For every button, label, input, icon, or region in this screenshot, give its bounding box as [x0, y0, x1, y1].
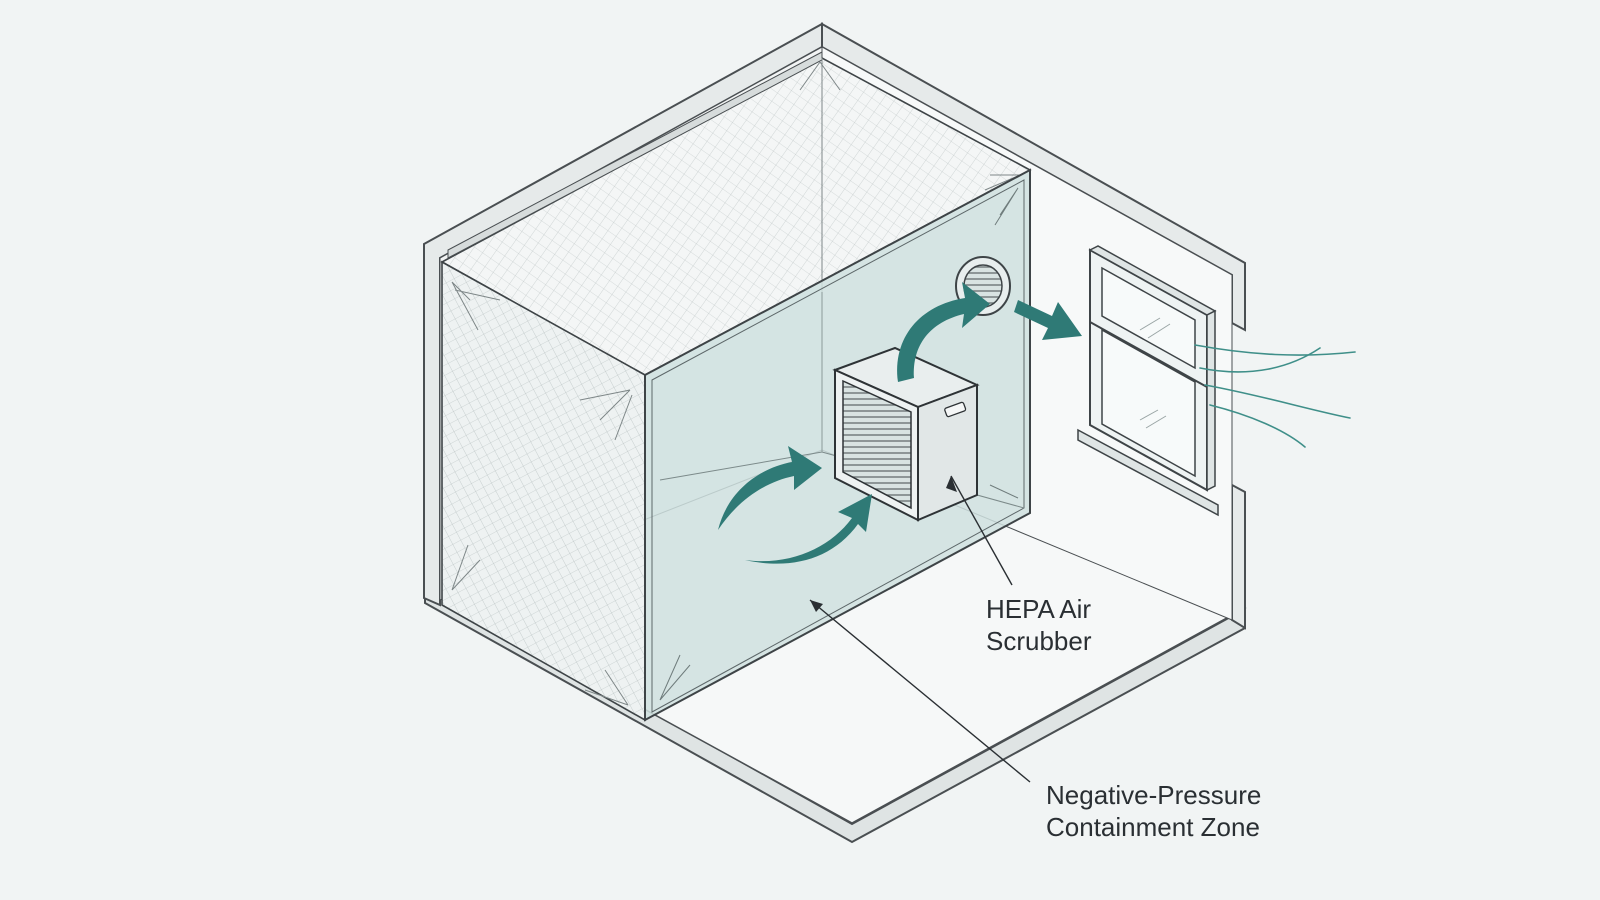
leader-lines	[809, 475, 1031, 783]
airflow-up-icon	[897, 282, 990, 382]
scrubber-label: HEPA Air Scrubber	[986, 593, 1092, 657]
containment-label-line1: Negative-Pressure	[1046, 780, 1262, 810]
scrubber-leader-line	[950, 475, 1013, 586]
scrubber-label-line1: HEPA Air	[986, 594, 1092, 624]
wind-lines-icon	[1194, 344, 1356, 448]
hepa-scrubber-unit	[832, 346, 980, 522]
scrubber-label-line2: Scrubber	[986, 626, 1092, 656]
containment-label-line2: Containment Zone	[1046, 812, 1260, 842]
airflow-in-lower-icon	[745, 494, 872, 564]
airflow-in-upper-icon	[718, 446, 822, 530]
containment-leader-line	[809, 599, 1031, 783]
window	[1077, 245, 1219, 517]
exhaust-arrow-icon	[1014, 300, 1082, 340]
containment-label: Negative-Pressure Containment Zone	[1046, 779, 1261, 843]
airflow-arrows	[718, 282, 1082, 564]
